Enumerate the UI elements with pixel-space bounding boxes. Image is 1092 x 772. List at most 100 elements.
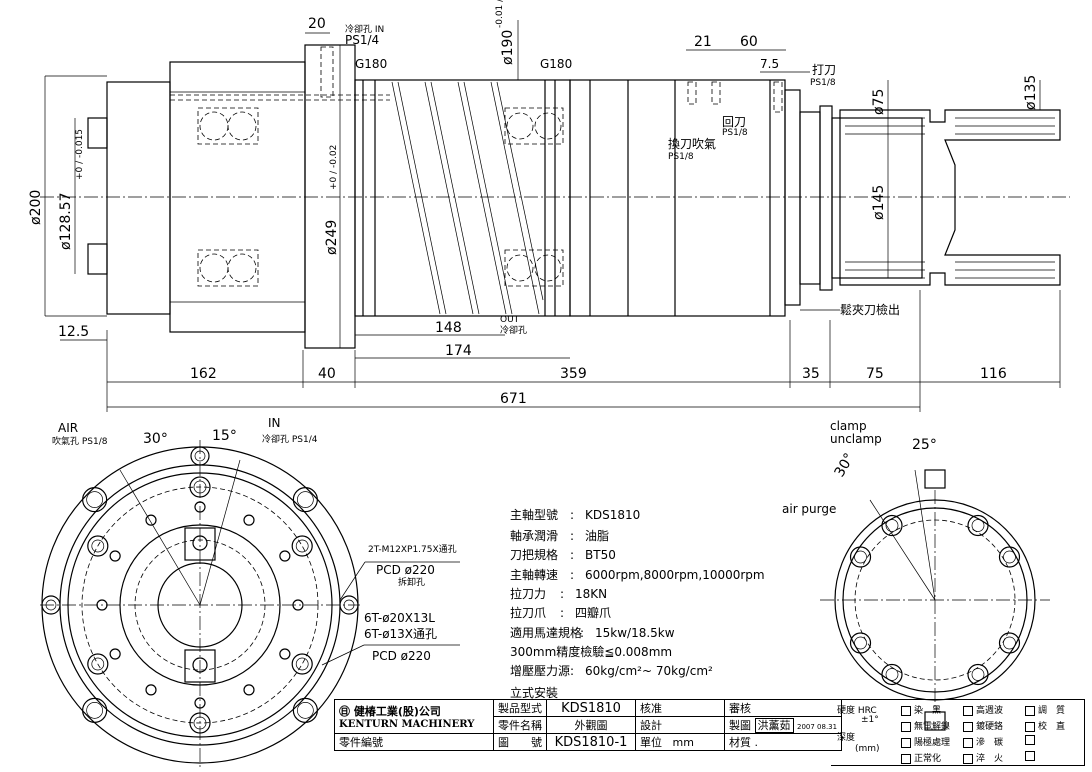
bolt-hole bbox=[109, 550, 121, 562]
dim-359: 359 bbox=[560, 366, 587, 382]
spec-separator: : bbox=[560, 606, 564, 620]
checkbox-icon[interactable] bbox=[901, 721, 911, 732]
spec-value: 油脂 bbox=[585, 528, 609, 543]
note-6t-pcd: PCD ø220 bbox=[372, 649, 431, 663]
mounting-hole bbox=[998, 546, 1021, 568]
hardness-option[interactable]: 染 黑 bbox=[901, 703, 963, 716]
counterbore-hole bbox=[189, 476, 211, 498]
dim-145: ø145 bbox=[871, 185, 887, 220]
approve-label: 核准 bbox=[635, 699, 725, 717]
bolt-hole bbox=[145, 514, 157, 526]
checkbox-icon[interactable] bbox=[963, 705, 973, 716]
mounting-hole bbox=[967, 663, 989, 686]
spec-separator: : bbox=[570, 529, 574, 543]
hardness-option[interactable]: 陽極處理 bbox=[901, 735, 963, 748]
spec-label: 主軸型號 bbox=[510, 508, 558, 522]
drawing-no-label: 圖 號 bbox=[493, 733, 547, 751]
return-ps: PS1/8 bbox=[722, 128, 748, 138]
bolt-hole bbox=[109, 648, 121, 660]
checkbox-icon[interactable] bbox=[901, 753, 911, 764]
checkbox-icon[interactable] bbox=[1025, 705, 1035, 716]
checkbox-icon[interactable] bbox=[901, 737, 911, 748]
dim-671: 671 bbox=[500, 391, 527, 407]
hardness-option-label: 無電解鎳 bbox=[914, 722, 951, 732]
hardness-option[interactable]: 淬 火 bbox=[963, 751, 1025, 764]
hardness-hrc: 硬度 HRC bbox=[837, 706, 877, 716]
return-label: 回刀 bbox=[722, 115, 746, 129]
checkbox-icon[interactable] bbox=[1025, 751, 1035, 761]
mounting-hole bbox=[967, 514, 989, 537]
unclamp-ps: PS1/8 bbox=[810, 78, 836, 88]
mounting-hole bbox=[190, 446, 210, 466]
hardness-option[interactable] bbox=[1025, 735, 1081, 748]
dim-12-5: 12.5 bbox=[58, 324, 89, 340]
mounting-hole bbox=[998, 632, 1021, 654]
hardness-option-label: 滲 碳 bbox=[976, 738, 1004, 748]
clamp-label: clamp bbox=[830, 419, 867, 433]
part-name-label: 零件名稱 bbox=[493, 716, 547, 734]
drawing-no-value: KDS1810-1 bbox=[546, 733, 636, 751]
draw-label: 製圖 bbox=[729, 719, 751, 732]
spec-label: 拉刀力 bbox=[510, 586, 546, 601]
air-desc: 吹氣孔 PS1/8 bbox=[52, 435, 108, 447]
dim-135: ø135 bbox=[1023, 75, 1039, 110]
spec-value: 18KN bbox=[575, 587, 607, 601]
checkbox-icon[interactable] bbox=[963, 753, 973, 764]
hardness-option[interactable] bbox=[1025, 751, 1081, 764]
g180-right: G180 bbox=[540, 57, 572, 71]
spec-label: 增壓壓力源 bbox=[510, 664, 570, 678]
checkbox-icon[interactable] bbox=[901, 705, 911, 716]
side-view bbox=[40, 20, 1070, 412]
spec-label: 軸承潤滑 bbox=[510, 529, 558, 543]
dim-190: ø190 bbox=[500, 30, 516, 65]
spec-label: 300mm精度檢驗≦0.008mm bbox=[510, 644, 672, 659]
spec-separator: : bbox=[580, 626, 584, 640]
bolt-hole bbox=[243, 514, 255, 526]
dim-60: 60 bbox=[740, 34, 758, 50]
spec-separator: : bbox=[570, 568, 574, 582]
hardness-option-label: 高週波 bbox=[976, 706, 1004, 716]
checkbox-icon[interactable] bbox=[1025, 721, 1035, 732]
bolt-hole bbox=[279, 550, 291, 562]
spec-value: 60kg/cm²~ 70kg/cm² bbox=[585, 664, 713, 678]
spec-separator: : bbox=[560, 587, 564, 601]
dim-7-5: 7.5 bbox=[760, 57, 779, 71]
design-label: 設計 bbox=[635, 716, 725, 734]
counterbore-hole bbox=[87, 653, 109, 675]
hardness-option[interactable]: 滲 碳 bbox=[963, 735, 1025, 748]
hardness-option[interactable]: 正常化 bbox=[901, 751, 963, 764]
hardness-block: 硬度 HRC ±1° 深度 (mm) 染 黑高週波調 質無電解鎳鍍硬鉻校 直陽極… bbox=[831, 699, 1085, 766]
hardness-option[interactable]: 校 直 bbox=[1025, 719, 1081, 732]
spec-value: 15kw/18.5kw bbox=[595, 626, 675, 640]
hardness-tol: ±1° bbox=[861, 715, 879, 725]
hardness-option-label: 調 質 bbox=[1038, 706, 1066, 716]
mounting-hole bbox=[292, 487, 318, 513]
hardness-option[interactable]: 鍍硬鉻 bbox=[963, 719, 1025, 732]
hardness-option[interactable]: 調 質 bbox=[1025, 703, 1081, 716]
bolt-hole bbox=[292, 599, 304, 611]
company-name-en: KENTURN MACHINERY bbox=[339, 719, 475, 730]
checkbox-icon[interactable] bbox=[963, 721, 973, 732]
hardness-option[interactable]: 無電解鎳 bbox=[901, 719, 963, 732]
hardness-option[interactable]: 高週波 bbox=[963, 703, 1025, 716]
in-desc: 冷卻孔 PS1/4 bbox=[262, 433, 318, 445]
dim-128-tol: +0 / -0.015 bbox=[75, 129, 85, 180]
coolant-in-ps: PS1/4 bbox=[345, 33, 379, 47]
dim-20: 20 bbox=[308, 16, 326, 32]
note-m12-pcd: PCD ø220 bbox=[376, 563, 435, 577]
counterbore-hole bbox=[291, 535, 313, 557]
hardness-option-label: 淬 火 bbox=[976, 754, 1004, 764]
unit-value: mm bbox=[672, 736, 694, 749]
checkbox-icon[interactable] bbox=[1025, 735, 1035, 745]
dim-21: 21 bbox=[694, 34, 712, 50]
model-value: KDS1810 bbox=[546, 699, 636, 717]
dim-148: 148 bbox=[435, 320, 462, 336]
in-label: IN bbox=[268, 416, 281, 430]
air-label: AIR bbox=[58, 421, 78, 435]
dim-249-tol: +0 / -0.02 bbox=[329, 145, 339, 190]
side-view-labels: 20 冷卻孔 IN PS1/4 G180 G180 ø190 -0.01 / -… bbox=[28, 0, 1039, 407]
coolant-in-label: 冷卻孔 IN bbox=[345, 23, 384, 35]
checkbox-icon[interactable] bbox=[963, 737, 973, 748]
note-6t-13: 6T-ø13X通孔 bbox=[364, 627, 437, 641]
spec-value: BT50 bbox=[585, 548, 616, 562]
